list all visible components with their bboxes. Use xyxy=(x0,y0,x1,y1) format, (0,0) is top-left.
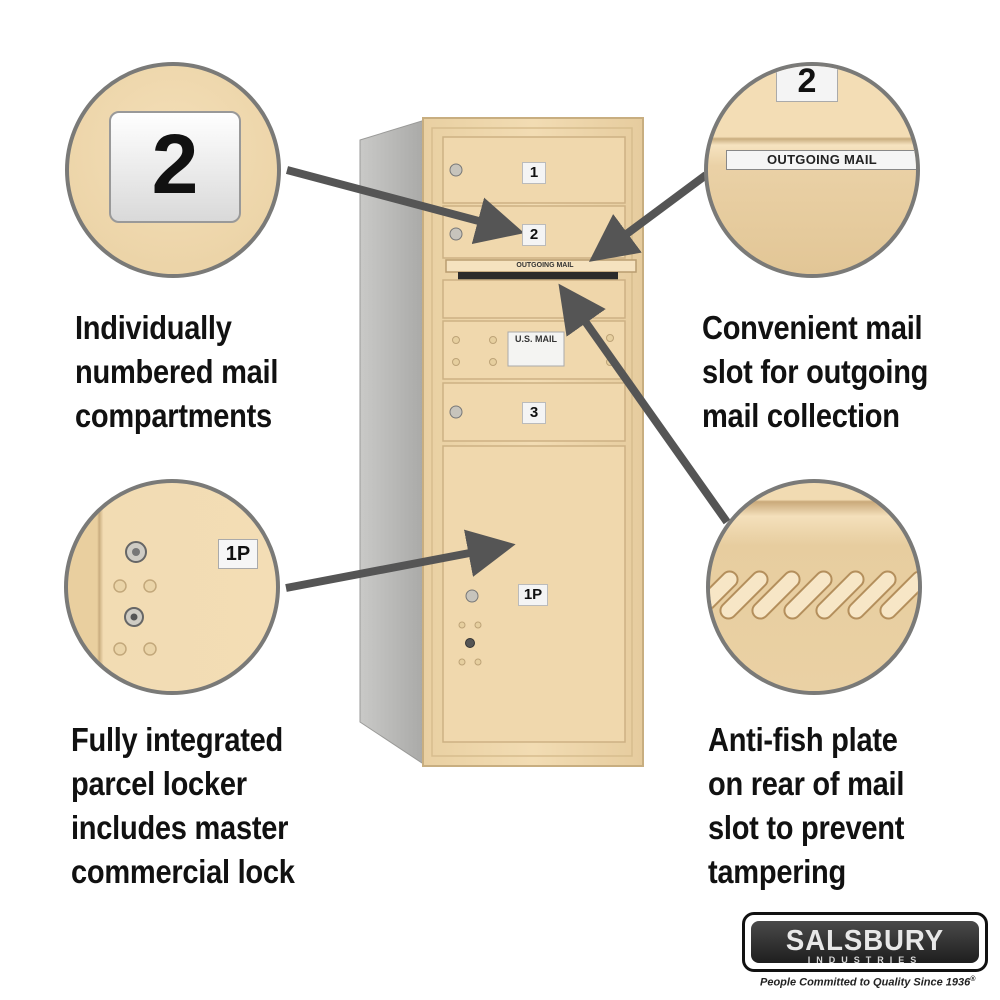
outgoing-slot-panel xyxy=(442,279,626,319)
brand-tagline: People Committed to Quality Since 1936® xyxy=(760,976,1000,989)
antifish-slots xyxy=(710,570,918,620)
number-plate xyxy=(109,111,241,223)
usps-label-plate xyxy=(507,331,565,367)
caption-line: parcel locker xyxy=(71,765,247,802)
detail-circle-parcel: 1P xyxy=(64,479,280,695)
caption-line: Convenient mail xyxy=(702,309,923,346)
commercial-lock-icon xyxy=(465,638,475,648)
tagline-text: People Committed to Quality Since 1936 xyxy=(760,976,971,989)
callout-arrow-antifish xyxy=(558,283,731,525)
caption-line: Fully integrated xyxy=(71,721,283,758)
logo-plate: SALSBURY INDUSTRIES xyxy=(751,921,979,965)
callout-arrow-slot xyxy=(588,171,709,262)
caption-parcel-locker: Fully integrated parcel locker includes … xyxy=(71,718,295,894)
parcel-closeup-label: 1P xyxy=(218,539,258,569)
caption-line: commercial lock xyxy=(71,853,295,890)
salsbury-logo: SALSBURY INDUSTRIES xyxy=(742,912,988,972)
outgoing-mail-label: OUTGOING MAIL xyxy=(516,262,574,269)
registered-mark: ® xyxy=(970,976,976,983)
detail-circle-slot: 2 OUTGOING MAIL xyxy=(704,62,920,278)
detail-circle-antifish xyxy=(706,479,922,695)
logo-subtitle: INDUSTRIES xyxy=(807,955,923,965)
callout-arrow-parcel xyxy=(285,529,516,592)
caption-line: slot for outgoing xyxy=(702,353,929,390)
caption-antifish: Anti-fish plate on rear of mail slot to … xyxy=(708,718,904,894)
callout-arrow-numbered xyxy=(285,166,525,244)
door-number-label: 1 xyxy=(522,162,546,184)
slot-closeup-label: OUTGOING MAIL xyxy=(726,150,916,170)
detail-circle-number: 2 xyxy=(65,62,281,278)
door-number-label: 3 xyxy=(522,402,546,424)
number-closeup-text: 2 xyxy=(151,117,199,211)
lock-icon xyxy=(465,589,479,603)
caption-line: includes master xyxy=(71,809,289,846)
caption-line: mail collection xyxy=(702,397,900,434)
caption-line: compartments xyxy=(75,397,272,434)
lock-icon xyxy=(449,227,463,241)
door-number-label: 2 xyxy=(522,224,546,246)
caption-line: Anti-fish plate xyxy=(708,721,898,758)
lock-icon xyxy=(449,405,463,419)
logo-wordmark: SALSBURY xyxy=(785,925,945,957)
caption-line: slot to prevent xyxy=(708,809,905,846)
parcel-number-label: 1P xyxy=(518,584,548,606)
caption-line: on rear of mail xyxy=(708,765,905,802)
caption-line: numbered mail xyxy=(75,353,279,390)
caption-line: tampering xyxy=(708,853,847,890)
slot-closeup-number: 2 xyxy=(776,66,838,102)
caption-outgoing-slot: Convenient mail slot for outgoing mail c… xyxy=(702,306,928,438)
usps-label-text: U.S. MAIL xyxy=(515,334,557,344)
caption-line: Individually xyxy=(75,309,232,346)
parcel-closeup-hardware xyxy=(113,541,157,656)
mailbox-side-panel xyxy=(359,119,426,766)
lock-icon xyxy=(449,163,463,177)
caption-numbered-compartments: Individually numbered mail compartments xyxy=(75,306,278,438)
